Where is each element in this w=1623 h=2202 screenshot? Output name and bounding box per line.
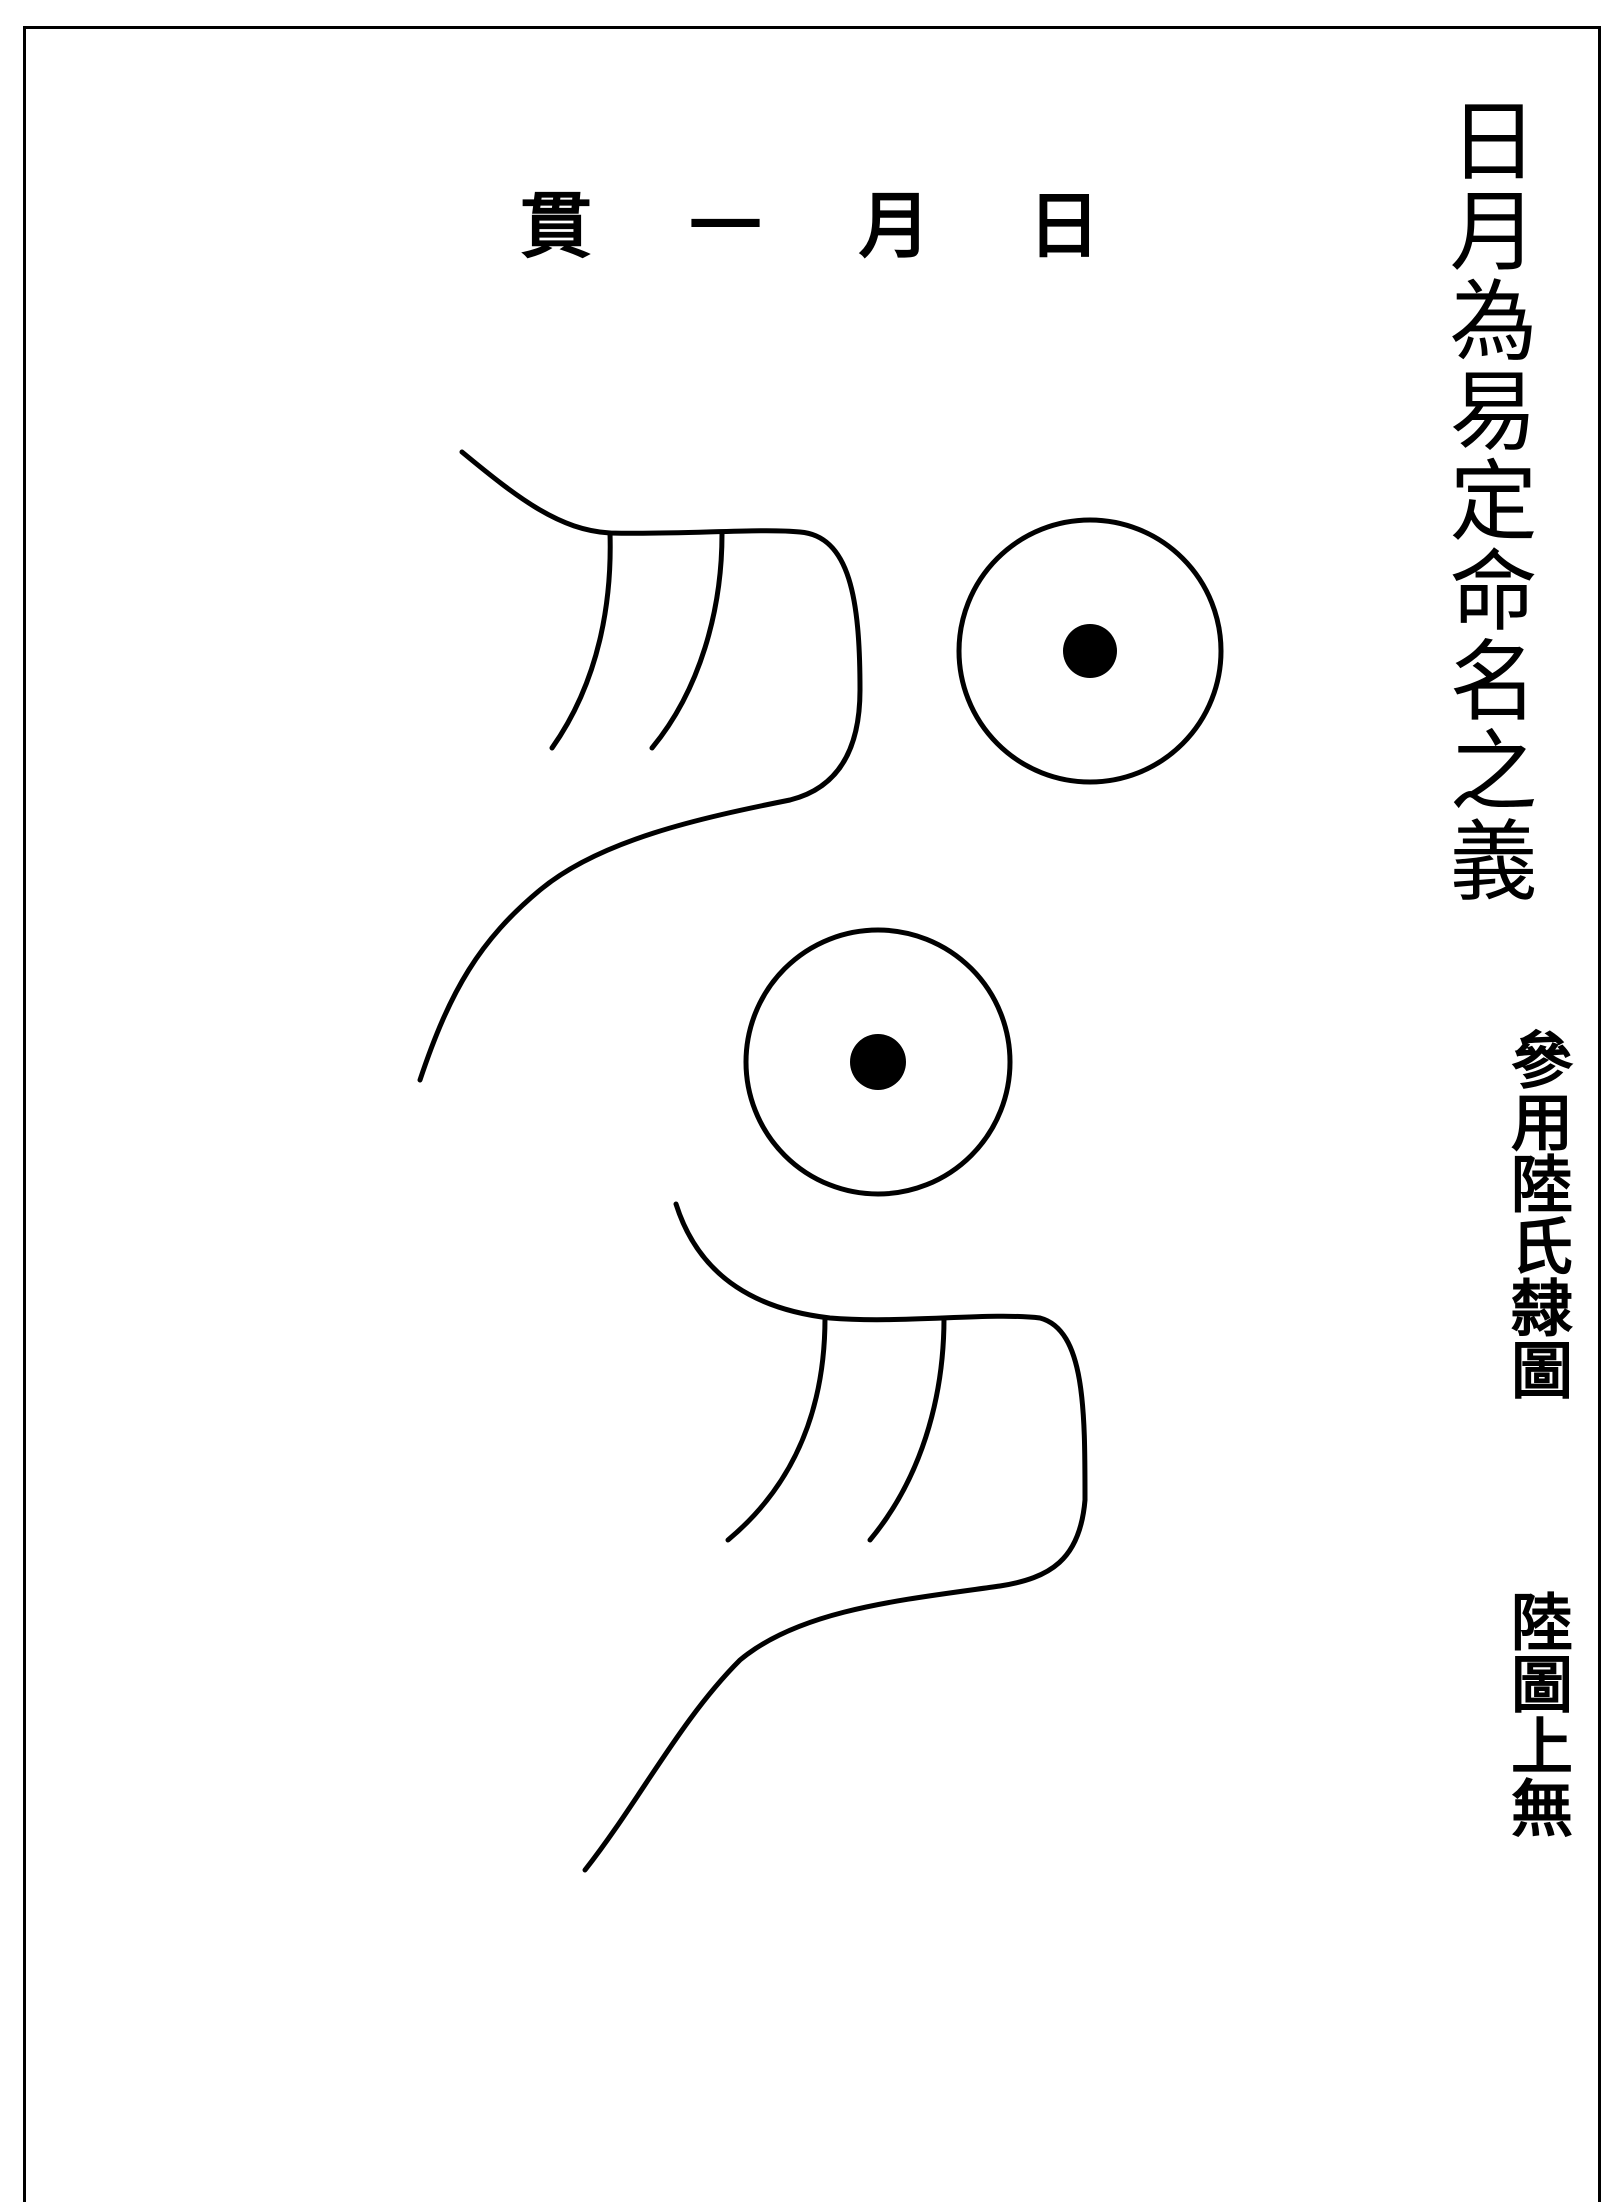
top-label-char-1: 日 [1027, 183, 1100, 268]
top-label-char-3: 一 [689, 183, 762, 268]
source-note: 參用陸氏隸圖 [1500, 1028, 1573, 1400]
source-note-2: 陸圖上無 [1500, 1590, 1573, 1838]
lower-sun-glyph [743, 927, 1013, 1197]
top-label: 日 月 一 貫 [520, 190, 1100, 262]
upper-sun-glyph [956, 517, 1224, 785]
top-label-char-4: 貫 [520, 183, 593, 268]
diagram-title: 日月為易定命名之義 [1435, 95, 1538, 905]
upper-moon-glyph [417, 449, 863, 1083]
page-border [23, 26, 1601, 2202]
top-label-char-2: 月 [858, 183, 931, 268]
lower-moon-glyph [582, 1201, 1088, 1873]
